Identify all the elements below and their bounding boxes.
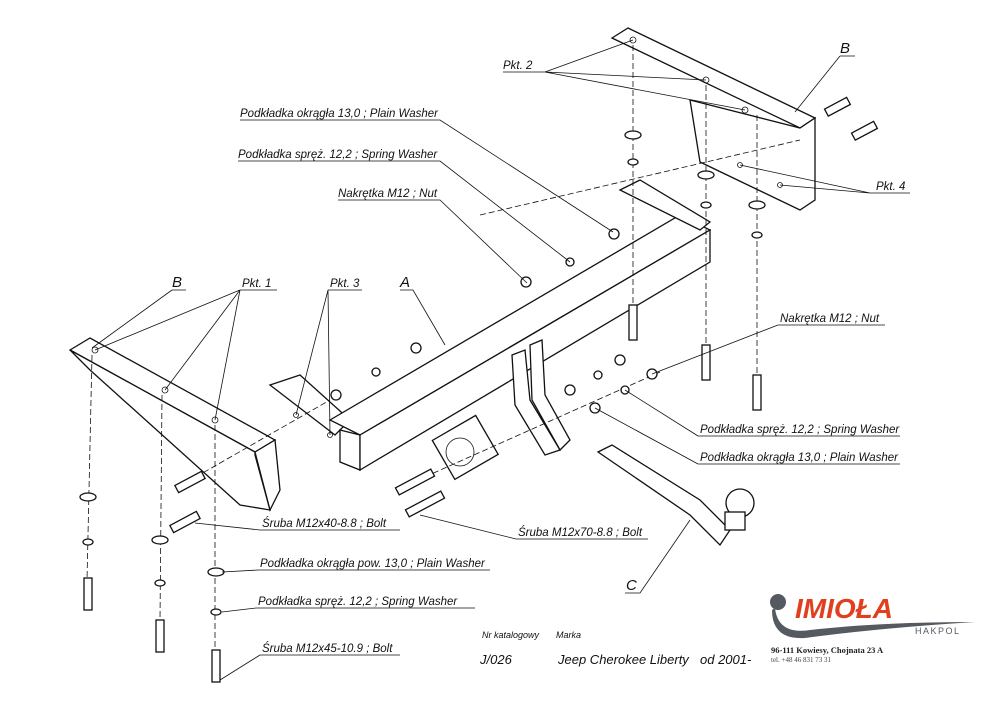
bracket-b-right bbox=[610, 27, 817, 211]
tow-ball-c bbox=[596, 444, 755, 547]
leader-lines bbox=[91, 39, 910, 681]
catalog-number-label: Nr katalogowy bbox=[482, 630, 540, 640]
label-spring-washer-top: Podkładka spręż. 12,2 ; Spring Washer bbox=[238, 149, 438, 161]
company-phone: tel. +48 46 831 73 31 bbox=[771, 656, 831, 664]
brand-label: Marka bbox=[556, 630, 581, 640]
label-part-a: A bbox=[399, 274, 410, 291]
label-plain-washer-right: Podkładka okrągła 13,0 ; Plain Washer bbox=[700, 452, 899, 464]
catalog-number: J/026 bbox=[479, 652, 513, 667]
fasteners bbox=[79, 45, 879, 683]
label-bolt-m12x70: Śruba M12x70-8.8 ; Bolt bbox=[518, 526, 643, 539]
label-spring-washer-right: Podkładka spręż. 12,2 ; Spring Washer bbox=[700, 424, 900, 436]
vehicle-name: Jeep Cherokee Liberty bbox=[557, 652, 690, 667]
label-pkt-3: Pkt. 3 bbox=[330, 278, 360, 290]
label-bolt-m12x45: Śruba M12x45-10.9 ; Bolt bbox=[262, 642, 393, 655]
label-pkt-1: Pkt. 1 bbox=[242, 278, 271, 290]
bracket-b-left bbox=[68, 337, 281, 512]
label-part-b-top: B bbox=[840, 40, 850, 57]
label-spring-washer-bottom: Podkładka spręż. 12,2 ; Spring Washer bbox=[258, 596, 458, 608]
imiola-hakpol-logo: IMIOŁA HAKPOL bbox=[770, 593, 975, 639]
label-plain-washer-pow: Podkładka okrągła pow. 13,0 ; Plain Wash… bbox=[260, 558, 486, 570]
logo-subtext: HAKPOL bbox=[915, 626, 961, 636]
label-pkt-2: Pkt. 2 bbox=[503, 60, 533, 72]
label-plain-washer-top: Podkładka okrągła 13,0 ; Plain Washer bbox=[240, 108, 439, 120]
label-bolt-m12x40: Śruba M12x40-8.8 ; Bolt bbox=[262, 517, 387, 530]
ball-mount-bracket bbox=[431, 339, 571, 481]
logo-text: IMIOŁA bbox=[795, 593, 893, 624]
label-pkt-4: Pkt. 4 bbox=[876, 181, 905, 193]
label-nut-top: Nakrętka M12 ; Nut bbox=[338, 188, 438, 200]
label-part-b-left: B bbox=[172, 274, 182, 291]
main-beam-a bbox=[268, 179, 712, 472]
label-nut-right: Nakrętka M12 ; Nut bbox=[780, 313, 880, 325]
label-part-c: C bbox=[626, 577, 637, 594]
company-address: 96-111 Kowiesy, Chojnata 23 A bbox=[771, 645, 884, 655]
vehicle-year: od 2001- bbox=[700, 652, 752, 667]
